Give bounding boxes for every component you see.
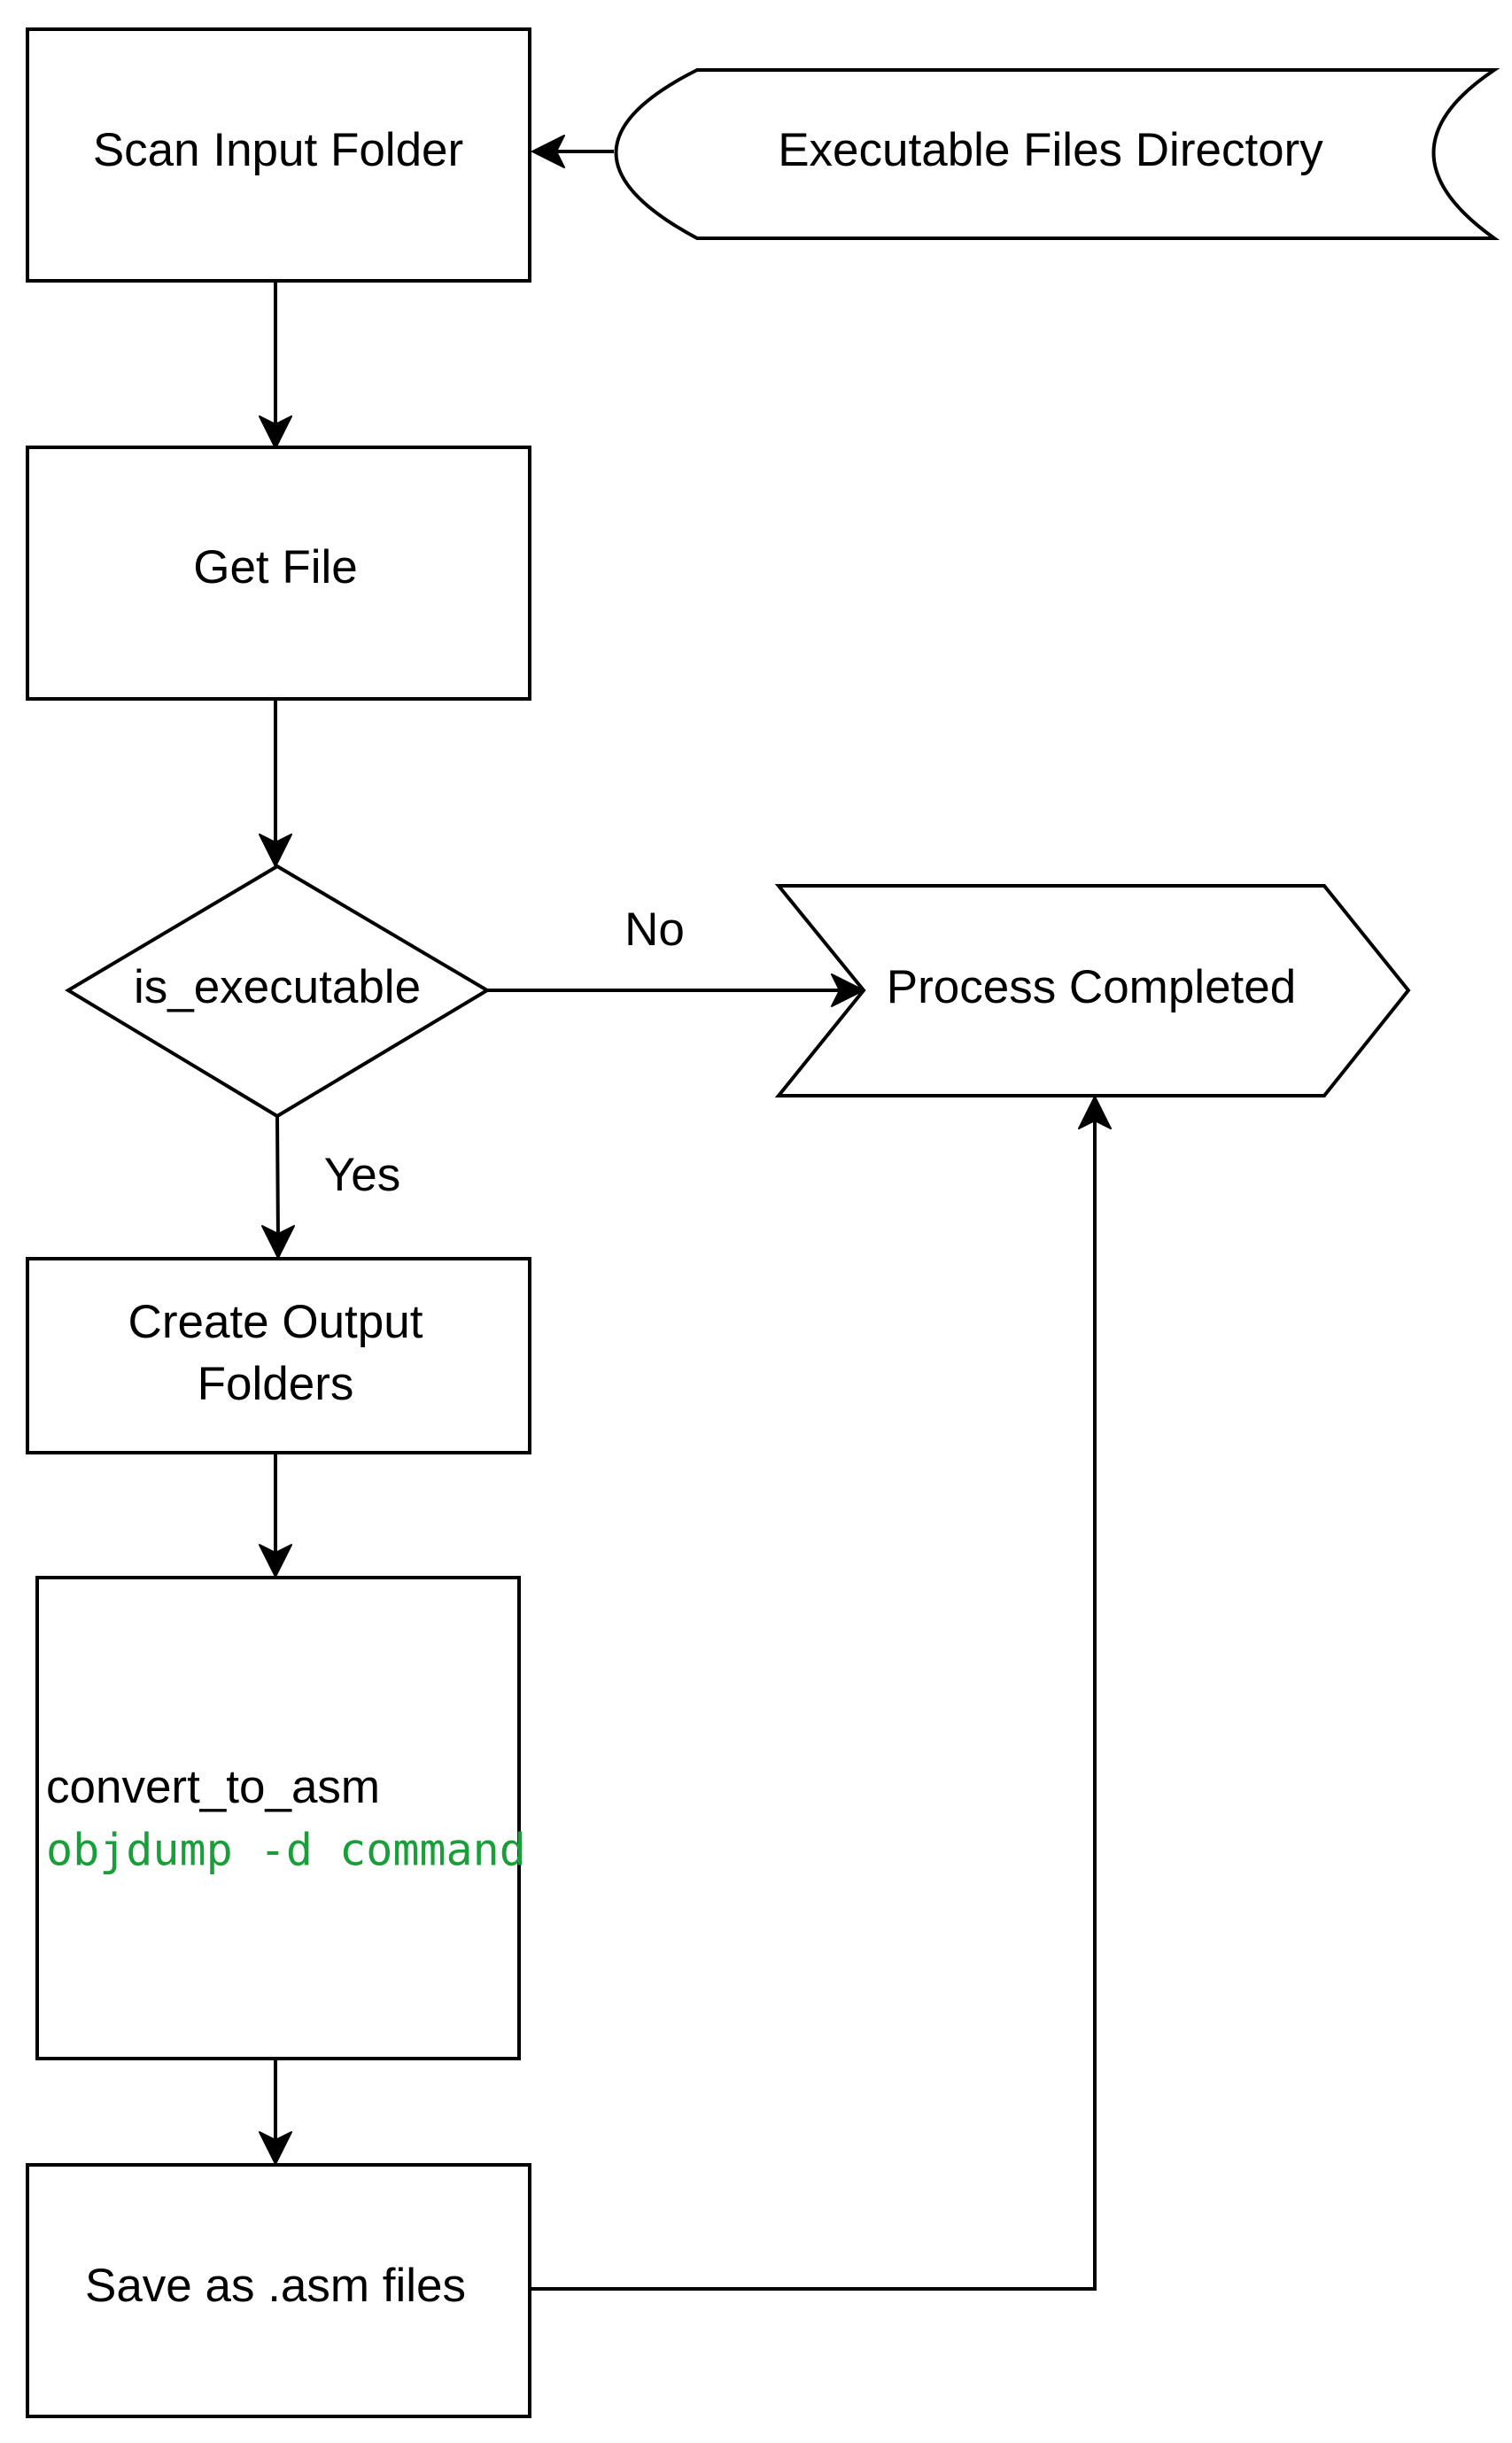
edge-scan-to-getfile (259, 283, 292, 449)
node-label-line1: Create Output (128, 1296, 423, 1348)
edge-convert-to-save (259, 2058, 292, 2165)
edge-label-yes: Yes (324, 1149, 400, 1201)
edge-decision-no (487, 973, 865, 1007)
edge-getfile-to-decision (259, 700, 292, 867)
command-text: objdump -d command (46, 1825, 526, 1876)
node-label: Scan Input Folder (93, 124, 463, 176)
node-executable-files-directory: Executable Files Directory (614, 68, 1500, 240)
node-convert-to-asm: convert_to_asm objdump -d command (35, 1576, 526, 2060)
edge-decision-yes (261, 1115, 295, 1259)
node-scan-input-folder: Scan Input Folder (26, 27, 531, 283)
edge-create-to-convert (259, 1454, 292, 1578)
node-is-executable: is_executable (65, 864, 491, 1119)
node-label: Save as .asm files (85, 2260, 466, 2312)
edge-label-no: No (624, 904, 685, 956)
edge-save-to-completed (530, 1096, 1112, 2291)
node-label: is_executable (134, 961, 421, 1013)
node-label: Process Completed (887, 961, 1296, 1013)
node-get-file: Get File (26, 446, 531, 701)
node-label: convert_to_asm (46, 1761, 380, 1813)
node-save-as-asm-files: Save as .asm files (26, 2163, 531, 2418)
node-label: Get File (193, 541, 358, 593)
node-label-line2: Folders (198, 1358, 354, 1410)
node-process-completed: Process Completed (774, 884, 1411, 1097)
node-label: Executable Files Directory (778, 124, 1323, 176)
node-create-output-folders: Create Output Folders (26, 1257, 531, 1454)
edge-directory-to-scan (531, 135, 614, 168)
